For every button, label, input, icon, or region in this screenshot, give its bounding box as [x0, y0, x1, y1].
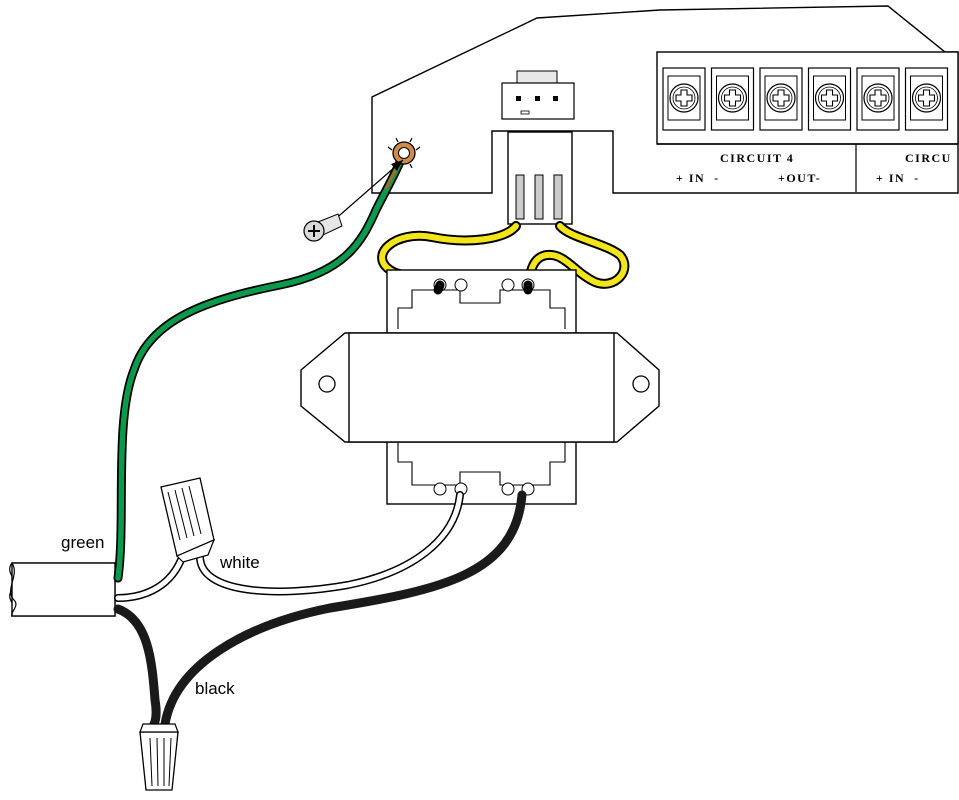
ground-lug — [387, 137, 421, 169]
green-wire-label: green — [61, 533, 104, 552]
transformer-plug — [507, 131, 573, 225]
white-wire-label: white — [219, 553, 260, 572]
terminal-block: CIRCUIT 4 CIRCU + IN - +OUT- + IN - — [656, 51, 959, 192]
in-terminal-label: + IN - — [676, 171, 720, 185]
black-hot-wires — [113, 490, 527, 729]
terminal-screw-icon — [662, 67, 706, 131]
power-cord-jacket — [9, 562, 116, 617]
black-wire-label: black — [195, 679, 235, 698]
white-wire-nut — [160, 477, 216, 563]
white-neutral-wires — [114, 491, 464, 602]
terminal-screw-icon — [759, 67, 803, 131]
mounting-hole-left — [318, 375, 336, 393]
in-terminal-label-next: + IN - — [876, 171, 920, 185]
transformer — [300, 269, 660, 505]
ground-screw-icon — [303, 159, 404, 242]
terminal-screw-icon — [710, 67, 755, 131]
out-terminal-label: +OUT- — [778, 171, 821, 185]
terminal-screw-icon — [856, 67, 900, 131]
black-wire-nut — [139, 723, 179, 791]
circuit-next-label: CIRCU — [905, 151, 952, 165]
power-connector-socket — [501, 70, 575, 120]
terminal-screw-icon — [904, 67, 949, 131]
mounting-hole-right — [632, 375, 650, 393]
circuit-4-label: CIRCUIT 4 — [720, 151, 794, 165]
terminal-screw-icon — [807, 67, 852, 131]
